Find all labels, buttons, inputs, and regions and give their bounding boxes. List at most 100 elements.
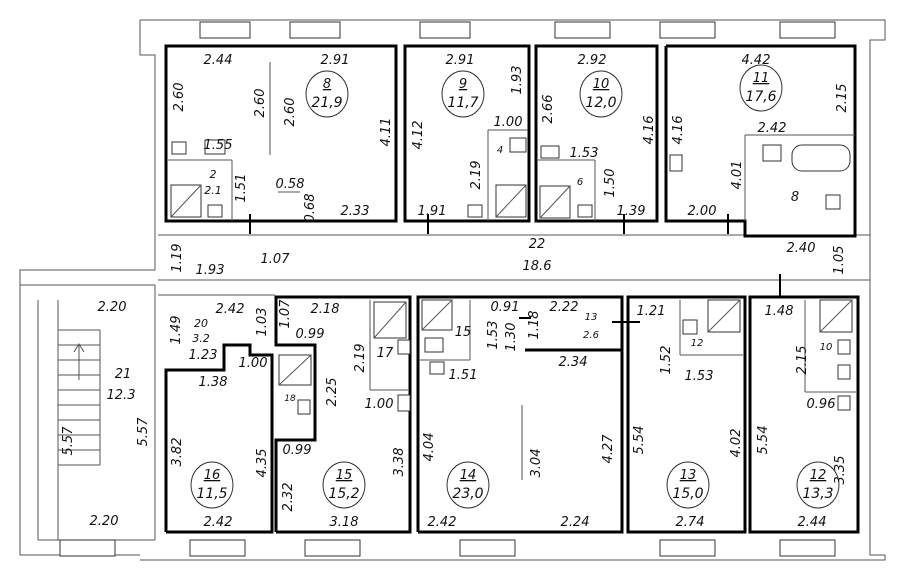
dim-label: 2.42 <box>428 515 457 530</box>
dim-label: 2.66 <box>541 95 556 124</box>
dim-label: 5.57 <box>61 426 76 456</box>
room-badge-15: 15 15,2 <box>322 461 366 509</box>
dim-label: 0.99 <box>296 327 325 342</box>
dim-label: 4.12 <box>411 121 426 150</box>
room-badge-14: 14 23,0 <box>446 461 490 509</box>
dim-label: 4.42 <box>742 53 771 68</box>
room-11-wall <box>664 44 857 238</box>
dim-label: 3.04 <box>529 449 544 478</box>
dim-label: 12.3 <box>107 388 136 403</box>
dim-label: 2.18 <box>311 302 340 317</box>
dim-label: 1.53 <box>570 146 599 161</box>
svg-text:11,5: 11,5 <box>196 486 227 502</box>
dimension-labels: 2.44 2.91 2.60 2.60 2.60 4.11 1.55 2 2.1… <box>61 53 850 530</box>
dim-label: 0.99 <box>283 443 312 458</box>
fixtures <box>170 137 853 415</box>
room-15-wall <box>274 295 412 534</box>
dim-label: 3.82 <box>170 438 185 467</box>
dim-label: 1.52 <box>659 346 674 375</box>
dim-label: 1.38 <box>199 375 228 390</box>
dim-label: 3.38 <box>392 448 407 477</box>
bathtub-icon <box>791 144 851 172</box>
svg-text:11,7: 11,7 <box>447 95 478 111</box>
dim-label: 1.05 <box>832 246 847 275</box>
toilet-icon <box>397 339 411 355</box>
svg-text:23,0: 23,0 <box>452 486 483 502</box>
dim-label: 0.68 <box>303 194 318 223</box>
dim-label: 18.6 <box>523 259 552 274</box>
dim-label: 1.49 <box>169 316 184 345</box>
dim-label: 4.02 <box>729 429 744 458</box>
dim-label: 5.54 <box>756 426 771 455</box>
sink-icon <box>837 339 851 355</box>
dim-label: 0.96 <box>807 397 836 412</box>
toilet-icon <box>171 141 187 155</box>
dim-label: 1.93 <box>510 66 525 95</box>
toilet-icon <box>577 204 593 218</box>
sink-icon <box>682 319 698 335</box>
dim-label: 2.19 <box>353 344 368 373</box>
sink-icon <box>837 395 851 411</box>
sink-icon <box>424 337 444 353</box>
dim-label: 2.91 <box>446 53 475 68</box>
dim-label: 0.91 <box>491 300 520 315</box>
svg-text:9: 9 <box>459 77 467 92</box>
room-badge-9: 9 11,7 <box>441 70 485 118</box>
toilet-icon <box>207 204 223 218</box>
dim-label: 4.04 <box>422 433 437 462</box>
dim-label: 10 <box>820 342 833 353</box>
dim-label: 1.00 <box>239 356 268 371</box>
dim-label: 4.27 <box>601 434 616 464</box>
dim-label: 1.18 <box>527 311 542 340</box>
dim-label: 1.48 <box>765 304 794 319</box>
dim-label: 1.50 <box>603 169 618 198</box>
dim-label: 2.6 <box>583 330 599 341</box>
dim-label: 4.11 <box>379 118 394 147</box>
svg-text:11: 11 <box>753 71 770 86</box>
dim-label: 1.00 <box>365 397 394 412</box>
toilet-icon <box>467 204 483 218</box>
dim-label: 0.58 <box>276 177 305 192</box>
svg-text:13,3: 13,3 <box>802 486 833 502</box>
dim-label: 2.60 <box>283 98 298 127</box>
dim-label: 1.55 <box>204 138 233 153</box>
dim-label: 2.00 <box>688 204 717 219</box>
sink-icon <box>204 139 226 155</box>
dim-label: 2.15 <box>835 84 850 113</box>
staircase <box>58 329 101 466</box>
sink-icon <box>762 144 782 162</box>
dim-label: 15 <box>455 325 472 340</box>
dim-label: 1.51 <box>449 368 478 383</box>
dim-label: 1.03 <box>255 308 270 337</box>
dim-label: 2.40 <box>787 241 816 256</box>
dim-label: 1.07 <box>278 299 293 329</box>
svg-text:13: 13 <box>680 468 697 483</box>
svg-text:10: 10 <box>593 77 610 92</box>
dim-label: 2.60 <box>253 89 268 118</box>
toilet-icon <box>825 194 841 210</box>
dim-label: 4.01 <box>730 161 745 190</box>
door-ticks <box>249 214 781 323</box>
dim-label: 1.93 <box>196 263 225 278</box>
dim-label: 4 <box>497 145 503 156</box>
dim-label: 2.33 <box>341 204 370 219</box>
room-9-wall <box>403 44 531 223</box>
dim-label: 4.16 <box>671 116 686 145</box>
dim-label: 2.34 <box>559 355 588 370</box>
svg-text:21,9: 21,9 <box>311 95 342 111</box>
dim-label: 2.19 <box>469 161 484 190</box>
room-badge-12: 12 13,3 <box>796 461 840 509</box>
sink-icon <box>669 154 683 172</box>
dim-label: 2.60 <box>172 83 187 112</box>
dim-label: 2.22 <box>550 300 579 315</box>
room-16-wall <box>164 343 274 534</box>
dim-label: 17 <box>377 346 394 361</box>
sink-icon <box>509 137 527 153</box>
dim-label: 1.53 <box>486 321 501 350</box>
svg-text:17,6: 17,6 <box>745 89 776 105</box>
toilet-icon <box>837 364 851 380</box>
dim-label: 2.24 <box>561 515 590 530</box>
room-13-wall <box>626 295 747 534</box>
svg-text:15: 15 <box>336 468 353 483</box>
